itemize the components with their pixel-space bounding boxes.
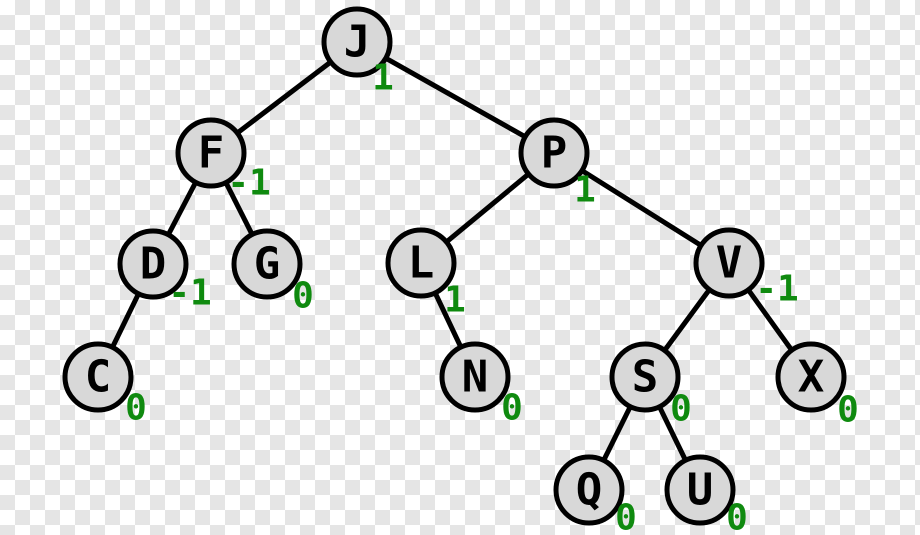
tree-node-N: N — [439, 341, 511, 413]
node-circle-P — [518, 117, 590, 189]
tree-node-J: J — [321, 6, 393, 78]
node-label-N: N — [462, 352, 489, 403]
balance-factor-N: 0 — [501, 388, 523, 429]
node-circle-X — [775, 341, 847, 413]
node-circle-N — [439, 341, 511, 413]
balance-factors-layer: 1 -1 1 -1 0 1 -1 0 0 0 0 0 0 — [125, 58, 859, 535]
node-circle-J — [321, 6, 393, 78]
tree-node-S: S — [609, 341, 681, 413]
tree-node-L: L — [385, 227, 457, 299]
node-label-F: F — [198, 128, 225, 179]
balance-factor-L: 1 — [444, 280, 466, 321]
node-label-G: G — [254, 239, 281, 290]
balance-factor-X: 0 — [837, 390, 859, 431]
balance-factor-U: 0 — [726, 498, 748, 535]
tree-node-X: X — [775, 341, 847, 413]
balance-factor-Q: 0 — [615, 498, 637, 535]
node-circle-S — [609, 341, 681, 413]
node-label-C: C — [85, 352, 112, 403]
node-circle-F — [175, 117, 247, 189]
balance-factor-D: -1 — [168, 273, 211, 314]
node-label-V: V — [716, 238, 743, 289]
tree-edge-J-P — [355, 39, 556, 156]
node-circle-G — [231, 228, 303, 300]
tree-node-U: U — [664, 454, 736, 526]
node-label-L: L — [408, 238, 435, 289]
node-label-X: X — [798, 352, 825, 403]
node-label-D: D — [140, 239, 167, 290]
balance-factor-G: 0 — [292, 276, 314, 317]
node-label-J: J — [344, 17, 371, 68]
balance-factor-J: 1 — [372, 58, 394, 99]
node-circle-C — [62, 341, 134, 413]
node-circle-Q — [553, 454, 625, 526]
tree-node-C: C — [62, 341, 134, 413]
node-label-U: U — [687, 465, 714, 516]
tree-node-V: V — [693, 227, 765, 299]
node-circle-L — [385, 227, 457, 299]
tree-node-Q: Q — [553, 454, 625, 526]
balance-factor-V: -1 — [755, 269, 798, 310]
tree-node-P: P — [518, 117, 590, 189]
balance-factor-F: -1 — [227, 163, 270, 204]
tree-node-F: F — [175, 117, 247, 189]
node-label-S: S — [632, 352, 659, 403]
tree-node-D: D — [117, 228, 189, 300]
node-label-P: P — [541, 128, 568, 179]
balance-factor-S: 0 — [670, 389, 692, 430]
node-circle-V — [693, 227, 765, 299]
node-label-Q: Q — [576, 465, 603, 516]
tree-nodes-layer: J F P D G L V C N S X Q U — [62, 6, 847, 526]
balance-factor-P: 1 — [574, 170, 596, 211]
node-circle-D — [117, 228, 189, 300]
tree-node-G: G — [231, 228, 303, 300]
balance-factor-C: 0 — [125, 388, 147, 429]
node-circle-U — [664, 454, 736, 526]
